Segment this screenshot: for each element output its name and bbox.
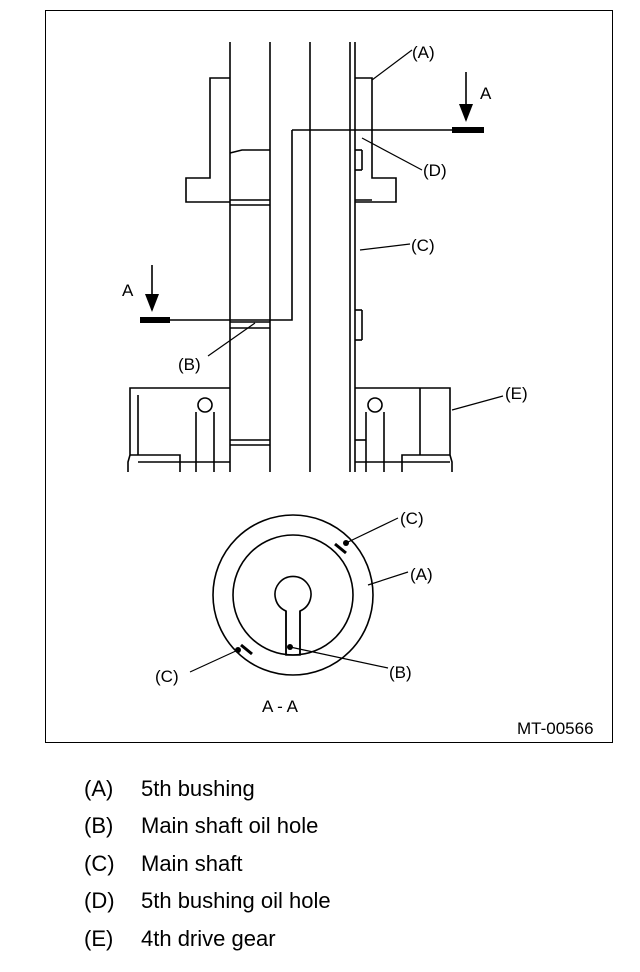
leader-lines-top <box>207 49 504 411</box>
legend-label: 5th bushing <box>141 775 255 801</box>
section-label: A - A <box>262 697 299 716</box>
legend-key: (D) <box>84 888 115 914</box>
callout-b-section: (B) <box>389 663 412 682</box>
callout-labels: (A) A (D) (C) A (B) (E) (C) (A) (C) (B) … <box>122 43 528 716</box>
legend-key: (E) <box>84 925 114 951</box>
section-cut-line <box>140 72 484 323</box>
right-gear-assembly <box>354 42 453 472</box>
callout-c-section-top: (C) <box>400 509 424 528</box>
callout-b-top: (B) <box>178 355 201 374</box>
legend-key: (A) <box>84 775 114 801</box>
callout-d: (D) <box>423 161 447 180</box>
legend-item: (B) Main shaft oil hole <box>84 808 331 846</box>
figure-id: MT-00566 <box>517 719 594 738</box>
legend: (A) 5th bushing (B) Main shaft oil hole … <box>84 770 331 958</box>
callout-e: (E) <box>505 384 528 403</box>
callout-c-top: (C) <box>411 236 435 255</box>
transmission-diagram: (A) A (D) (C) A (B) (E) (C) (A) (C) (B) … <box>122 42 528 716</box>
legend-label: 4th drive gear <box>141 925 276 951</box>
section-marker-right: A <box>480 84 492 103</box>
figure-frame <box>45 10 613 743</box>
callout-a-section: (A) <box>410 565 433 584</box>
section-marker-left: A <box>122 281 134 300</box>
callout-a-top: (A) <box>412 43 435 62</box>
legend-item: (E) 4th drive gear <box>84 920 331 958</box>
legend-item: (D) 5th bushing oil hole <box>84 883 331 921</box>
callout-c-section-left: (C) <box>155 667 179 686</box>
legend-key: (B) <box>84 813 114 839</box>
main-shaft <box>309 42 351 472</box>
legend-label: 5th bushing oil hole <box>141 888 331 914</box>
legend-item: (A) 5th bushing <box>84 770 331 808</box>
left-gear-assembly <box>127 42 271 472</box>
legend-key: (C) <box>84 850 115 876</box>
cross-section-a-a <box>189 514 409 676</box>
legend-item: (C) Main shaft <box>84 845 331 883</box>
legend-label: Main shaft oil hole <box>141 813 319 839</box>
legend-label: Main shaft <box>141 850 243 876</box>
